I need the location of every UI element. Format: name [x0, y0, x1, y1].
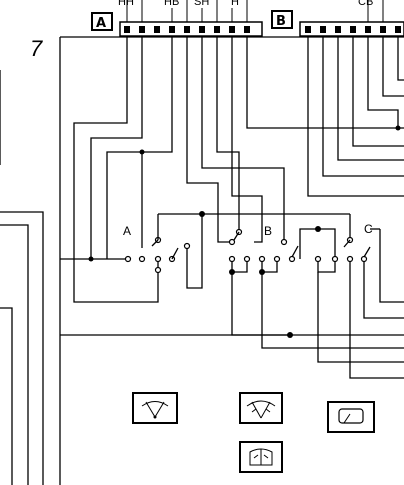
switch-a-label: A — [123, 224, 131, 238]
connector-a-label-sh: SH — [194, 0, 209, 8]
connector-b-label: B — [276, 14, 286, 29]
connector-b-label-cb: CB — [358, 0, 373, 8]
connector-b-pins — [305, 26, 401, 33]
wires-connector-b — [307, 36, 404, 197]
wiper-icon — [132, 392, 178, 424]
connector-a-label-hh: HH — [118, 0, 134, 8]
switch-c: C — [299, 214, 404, 379]
bus-wires — [60, 332, 293, 338]
connector-a-label-h: H — [231, 0, 239, 8]
wiper-washer-icon — [239, 392, 283, 424]
connector-a: A HH HB SH H — [91, 0, 263, 37]
page-number: 7 — [30, 36, 43, 61]
connector-a-label-hb: HB — [164, 0, 179, 8]
connector-a-pins — [124, 26, 250, 33]
switch-a: A — [123, 211, 350, 289]
washer-icon — [239, 441, 283, 473]
connector-b: B CB — [271, 0, 404, 37]
switch-b: B — [228, 214, 404, 349]
connector-a-label: A — [96, 16, 106, 31]
connector-a-leads — [126, 0, 248, 22]
wires-connector-a — [60, 36, 404, 303]
switch-b-label: B — [264, 224, 272, 238]
switch-c-label: C — [364, 222, 373, 236]
left-margin-lines — [0, 70, 44, 485]
rear-wiper-icon — [327, 401, 375, 433]
